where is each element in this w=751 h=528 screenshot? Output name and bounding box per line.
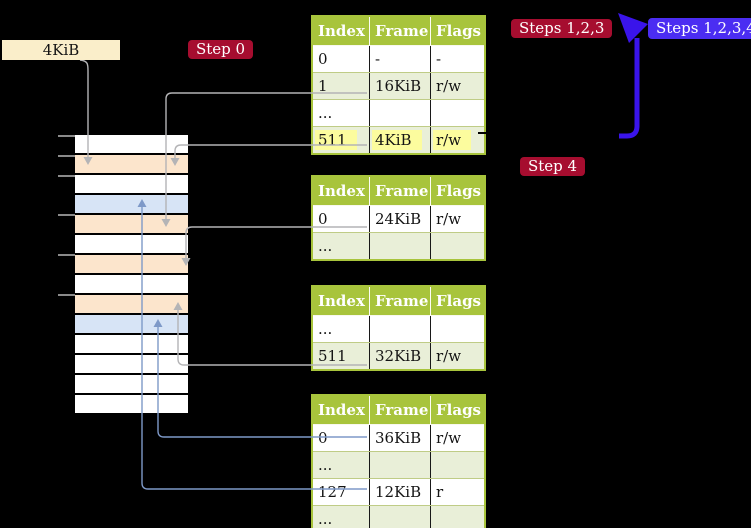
table-row: 0 --	[313, 45, 484, 72]
table-header-cell: Frame	[369, 17, 430, 45]
table-cell: r/w	[430, 425, 482, 451]
memory-tick	[58, 175, 75, 177]
table-header-cell: Index	[318, 401, 365, 419]
memory-row-9-peach	[75, 295, 188, 313]
table-header-cell: Frame	[369, 177, 430, 205]
badge-steps-1-2-3-4: Steps 1,2,3,4	[648, 18, 751, 39]
table-cell	[430, 233, 482, 259]
table-cell: r/w	[430, 73, 482, 99]
highlighted-value: 4KiB	[372, 130, 422, 150]
table-cell: 511	[318, 347, 347, 365]
table-cell	[430, 100, 482, 126]
table-cell: 0	[318, 210, 328, 228]
table-cell: r	[430, 479, 482, 505]
memory-row-12-white	[75, 355, 188, 373]
table-row: ...	[313, 505, 484, 528]
table-cell: 24KiB	[369, 206, 430, 232]
table-cell: r/w	[430, 206, 482, 232]
table-cell	[430, 506, 482, 528]
table-header-cell: Index	[318, 182, 365, 200]
table-header-cell: Flags	[430, 177, 482, 205]
memory-row-1-white	[75, 135, 188, 153]
memory-row-8-white	[75, 275, 188, 293]
table-cell: 4KiB	[369, 127, 430, 153]
table-cell: 36KiB	[369, 425, 430, 451]
table-cell: 1	[318, 77, 328, 95]
memory-row-5-peach	[75, 215, 188, 233]
memory-tick	[58, 155, 75, 157]
memory-row-4-blue	[75, 195, 188, 213]
table-cell: ...	[318, 104, 333, 122]
table-cell: ...	[318, 456, 333, 474]
memory-row-6-white	[75, 235, 188, 253]
table-cell: ...	[318, 510, 333, 528]
memory-row-13-white	[75, 375, 188, 393]
table-header-cell: Index	[318, 22, 365, 40]
table-cell: r/w	[430, 127, 482, 153]
table-cell	[369, 506, 430, 528]
table-cell	[369, 233, 430, 259]
loop-back-arrowhead-icon	[618, 13, 648, 43]
memory-row-14-white	[75, 395, 188, 413]
memory-row-10-blue	[75, 315, 188, 333]
memory-row-3-white	[75, 175, 188, 193]
table-cell: 0	[318, 50, 328, 68]
memory-tick	[58, 294, 75, 296]
table-cell: 12KiB	[369, 479, 430, 505]
table-cell	[430, 316, 482, 342]
badge-steps-1-2-3: Steps 1,2,3	[511, 19, 613, 38]
table-row: ...	[313, 451, 484, 478]
table-row: ...	[313, 99, 484, 126]
badge-step-0: Step 0	[188, 40, 254, 59]
badge-step-4: Step 4	[520, 157, 586, 176]
table-cell: 127	[318, 483, 347, 501]
table-header-cell: Flags	[430, 17, 482, 45]
highlighted-value: r/w	[433, 130, 472, 150]
memory-tick	[58, 254, 75, 256]
memory-row-7-peach	[75, 255, 188, 273]
table-row: ...	[313, 315, 484, 342]
table-row: 511 4KiB r/w	[313, 126, 484, 153]
table-header-cell: Frame	[369, 396, 430, 424]
memory-row-2-peach	[75, 155, 188, 173]
memory-tick	[58, 214, 75, 216]
table-header-cell: Flags	[430, 396, 482, 424]
table-cell: 0	[318, 429, 328, 447]
highlighted-value: 511	[315, 130, 357, 150]
loop-back-arrow	[619, 38, 640, 139]
frame-size-label: 4KiB	[2, 40, 120, 60]
table-header-cell: Frame	[369, 287, 430, 315]
table-header-cell: Index	[318, 292, 365, 310]
table-cell: -	[430, 46, 482, 72]
table-header-cell: Flags	[430, 287, 482, 315]
table-row: ...	[313, 232, 484, 259]
table-cell: 32KiB	[369, 343, 430, 369]
table-cell: 16KiB	[369, 73, 430, 99]
memory-tick	[58, 135, 75, 137]
table-cell	[369, 100, 430, 126]
table-cell: 511	[313, 127, 369, 153]
table-cell	[369, 316, 430, 342]
physical-memory-column	[75, 135, 188, 415]
table-cell	[369, 452, 430, 478]
memory-row-11-white	[75, 335, 188, 353]
table-cell: ...	[318, 237, 333, 255]
table-cell: -	[369, 46, 430, 72]
table-cell: ...	[318, 320, 333, 338]
table-cell: r/w	[430, 343, 482, 369]
table-cell	[430, 452, 482, 478]
